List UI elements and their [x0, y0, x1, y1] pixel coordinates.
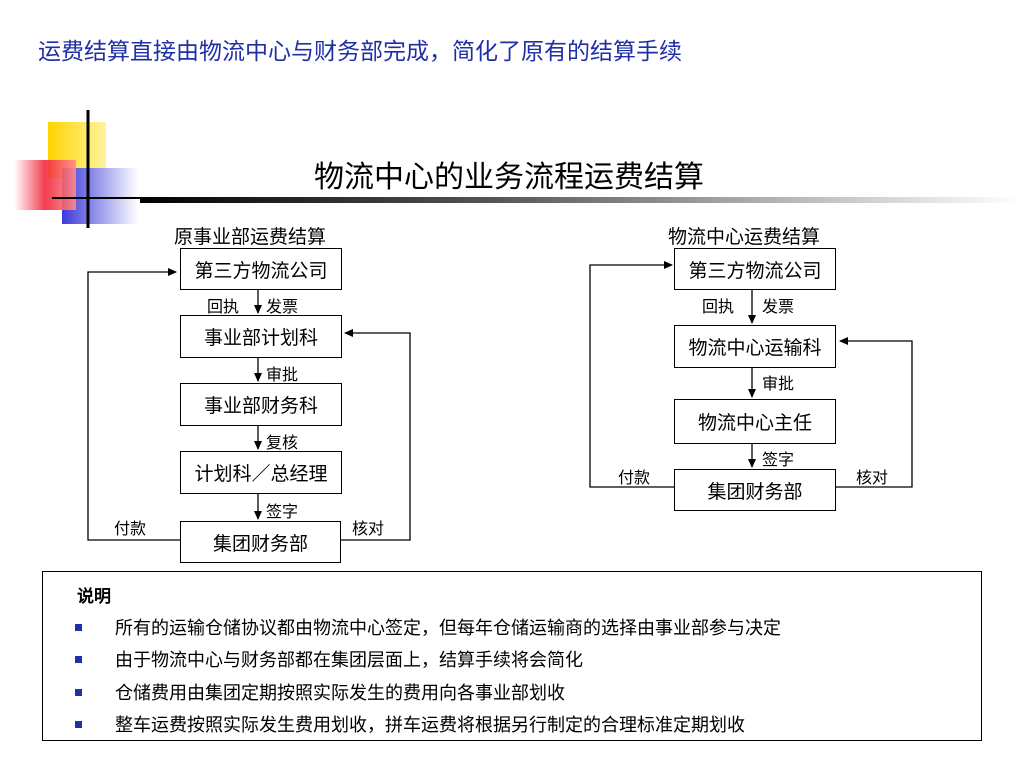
notes-panel: 说明 所有的运输仓储协议都由物流中心签定，但每年仓储运输商的选择由事业部参与决定… — [42, 571, 982, 741]
bullet-icon — [75, 689, 82, 696]
headline: 运费结算直接由物流中心与财务部完成，简化了原有的结算手续 — [38, 39, 682, 65]
left-label-receipt: 回执 — [207, 297, 240, 316]
notes-heading: 说明 — [77, 587, 111, 607]
right-box-third-party: 第三方物流公司 — [674, 248, 836, 290]
left-box-planning: 事业部计划科 — [180, 315, 342, 358]
bullet-icon — [75, 624, 82, 631]
right-label-sign: 签字 — [762, 450, 795, 469]
left-box-manager: 计划科／总经理 — [180, 451, 342, 494]
right-box-director: 物流中心主任 — [674, 399, 836, 444]
left-label-recheck: 复核 — [266, 433, 299, 452]
left-label-pay: 付款 — [114, 519, 147, 538]
right-box-group-finance: 集团财务部 — [674, 469, 836, 511]
note-item: 整车运费按照实际发生费用划收，拼车运费将根据另行制定的合理标准定期划收 — [115, 715, 745, 736]
slide-title: 物流中心的业务流程运费结算 — [314, 160, 704, 195]
note-item: 所有的运输仓储协议都由物流中心签定，但每年仓储运输商的选择由事业部参与决定 — [115, 618, 781, 639]
right-label-approve: 审批 — [762, 374, 795, 393]
left-verify-loop — [341, 329, 411, 541]
right-pay-loop — [589, 261, 674, 488]
right-label-pay: 付款 — [618, 468, 651, 487]
bullet-icon — [75, 656, 82, 663]
left-label-sign: 签字 — [266, 502, 299, 521]
right-verify-loop — [836, 337, 913, 488]
left-pay-loop — [87, 268, 180, 541]
right-label-receipt: 回执 — [702, 297, 735, 316]
bullet-icon — [75, 721, 82, 728]
right-label-invoice: 发票 — [762, 297, 795, 316]
left-box-group-finance: 集团财务部 — [180, 521, 341, 563]
right-flow-title: 物流中心运费结算 — [668, 226, 821, 248]
left-box-third-party: 第三方物流公司 — [180, 248, 342, 290]
note-item: 仓储费用由集团定期按照实际发生的费用向各事业部划收 — [115, 683, 565, 704]
right-label-verify: 核对 — [856, 468, 889, 487]
right-box-transport: 物流中心运输科 — [674, 325, 836, 368]
left-label-approve: 审批 — [266, 365, 299, 384]
title-divider — [140, 197, 1020, 203]
decorative-logo — [14, 110, 148, 228]
note-item: 由于物流中心与财务部都在集团层面上，结算手续将会简化 — [115, 650, 583, 671]
left-label-verify: 核对 — [352, 519, 385, 538]
left-flow-title: 原事业部运费结算 — [174, 226, 327, 248]
left-box-finance: 事业部财务科 — [180, 383, 342, 426]
left-label-invoice: 发票 — [266, 297, 299, 316]
